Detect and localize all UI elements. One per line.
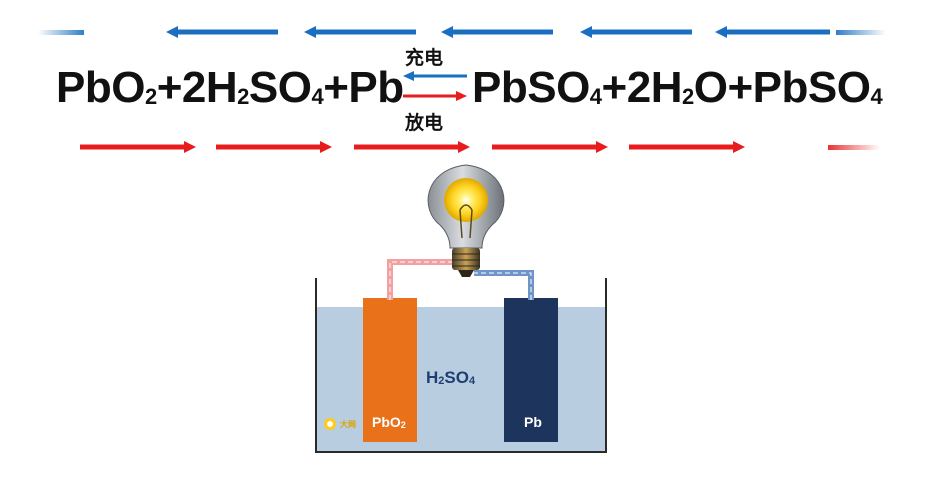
electrolyte-sub-1: 2: [438, 375, 445, 387]
electrolyte-text-2: SO: [444, 368, 469, 387]
discharge-arrow-fade-right: [828, 145, 880, 150]
discharge-arrow-segment: [492, 141, 608, 153]
pbo2-electrode-plate: [363, 298, 417, 442]
equation-products: PbSO4+2H2O+PbSO4: [472, 60, 883, 116]
charge-arrow-fade-right: [836, 30, 886, 35]
products-token: PbSO: [472, 63, 590, 112]
products-token: 2: [682, 84, 694, 109]
reactants-token: 2: [144, 84, 157, 109]
pb-electrode-label: Pb: [524, 414, 542, 430]
discharge-arrow-segment: [80, 141, 196, 153]
discharge-arrow-segment: [354, 141, 470, 153]
reactants-token: +2H: [156, 63, 238, 112]
bulb-filament: [459, 204, 473, 239]
bulb-tip: [458, 270, 474, 277]
charge-arrow-segment: [715, 26, 830, 38]
charge-arrowhead: [403, 71, 414, 81]
electrolysis-tank: [315, 278, 607, 453]
pbo2-electrode-label: PbO2: [372, 414, 406, 430]
reversible-reaction-arrows: [403, 71, 467, 101]
pb-electrode-plate: [504, 298, 558, 442]
products-token: 4: [870, 84, 883, 109]
sun-logo-icon: [324, 418, 336, 430]
discharge-arrow-segment: [629, 141, 745, 153]
reactants-token: 4: [311, 84, 324, 109]
charge-label: 充电: [405, 47, 444, 69]
reactants-token: SO: [248, 63, 312, 112]
discharge-label: 放电: [405, 112, 444, 134]
electrolyte-sub-2: 4: [468, 375, 476, 387]
discharge-arrow-segment: [216, 141, 332, 153]
charge-direction-arrows: [38, 26, 886, 38]
reactants-token: PbO: [56, 63, 145, 112]
products-token: +2H: [601, 63, 683, 112]
charge-arrow-segment: [166, 26, 278, 38]
electrolyte-label: H2SO4: [426, 368, 475, 388]
charge-arrow-fade-left: [38, 30, 84, 35]
charge-arrow-segment: [441, 26, 553, 38]
watermark: 大网: [340, 420, 356, 429]
charge-arrow-segment: [304, 26, 416, 38]
equation-reactants: PbO2+2H2SO4+Pb: [56, 60, 404, 116]
products-token: O+PbSO: [693, 63, 871, 112]
products-token: 4: [589, 84, 602, 109]
charge-arrow-segment: [580, 26, 692, 38]
pbo2-label-sub: 2: [400, 420, 406, 430]
negative-wire: [474, 270, 534, 300]
discharge-direction-arrows: [80, 141, 880, 153]
pbo2-label-text: PbO: [372, 414, 401, 430]
reactants-token: +Pb: [323, 63, 404, 112]
positive-wire: [387, 259, 462, 300]
light-bulb-icon: [427, 164, 505, 277]
electrolyte-text-1: H: [426, 368, 439, 387]
bulb-glow: [444, 178, 488, 222]
bulb-base: [452, 248, 480, 270]
reactants-token: 2: [237, 84, 249, 109]
discharge-arrowhead: [456, 91, 467, 101]
